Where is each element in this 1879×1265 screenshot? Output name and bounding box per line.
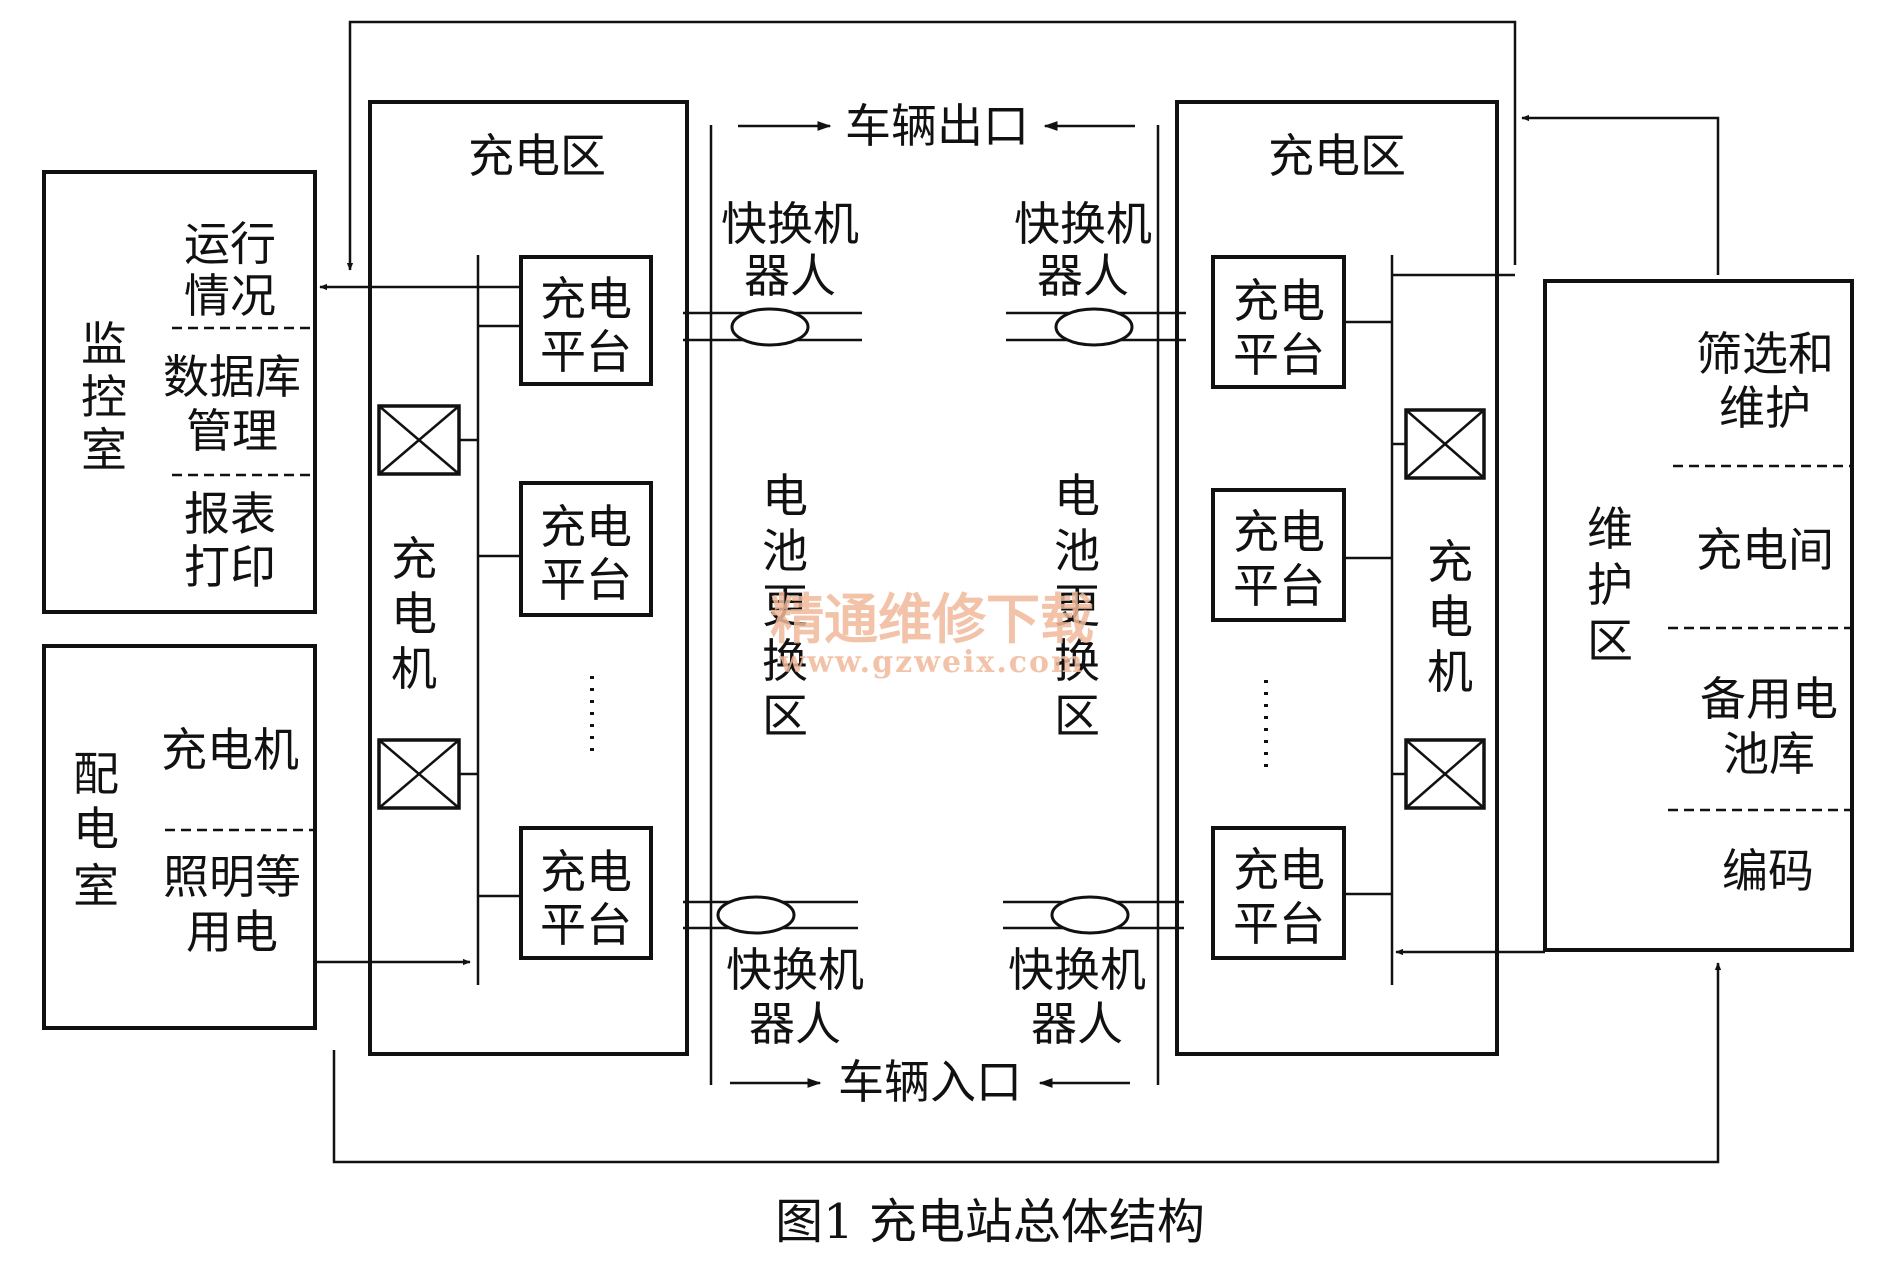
power-room: 配 电 室 充电机 照明等 用电 <box>42 644 317 1030</box>
robot-top-left-2: 器人 <box>744 249 836 303</box>
swap-zone-left-2: 池 <box>762 524 808 578</box>
left-platform-3-line2: 平台 <box>540 898 632 952</box>
robot-icon <box>730 307 810 347</box>
right-charging-zone: 充电区 充 电 机 充电 平台 充电 平台 充电 平台 <box>1175 100 1515 1056</box>
left-charging-zone: 充电区 充 电 机 充电 平台 充电 平台 充电 平台 <box>368 100 689 1056</box>
right-platform-1-line2: 平台 <box>1233 328 1325 382</box>
swap-zone-left-1: 电 <box>762 469 808 523</box>
robot-icon <box>1050 895 1130 935</box>
power-room-name-3: 室 <box>73 859 119 913</box>
robot-bottom-right-2: 器人 <box>1031 997 1123 1051</box>
maintenance-name-1: 维 <box>1587 502 1633 556</box>
robot-icon <box>716 895 796 935</box>
robot-bottom-right-1: 快换机 <box>1008 943 1146 997</box>
swap-zone-left-5: 区 <box>762 689 808 743</box>
right-platform-3-line2: 平台 <box>1233 897 1325 951</box>
monitor-item-operation-2: 情况 <box>184 269 276 323</box>
monitor-item-report-1: 报表 <box>184 487 276 541</box>
left-platform-1-line1: 充电 <box>540 272 632 326</box>
right-platform-2-line2: 平台 <box>1233 559 1325 613</box>
right-platform-2-line1: 充电 <box>1233 505 1325 559</box>
robot-top-right-2: 器人 <box>1037 249 1129 303</box>
left-platform-2-line1: 充电 <box>540 500 632 554</box>
battery-swap-zone: 车辆出口 车辆入口 快换机 器人 快换机 器人 快换机 器人 快换机 器人 电 … <box>683 99 1186 1109</box>
maintenance-item-spare-battery-2: 池库 <box>1723 727 1815 781</box>
robot-icon <box>1054 307 1134 347</box>
robot-top-left-1: 快换机 <box>721 197 859 251</box>
monitor-item-operation-1: 运行 <box>184 217 276 271</box>
swap-zone-right-3: 更 <box>1054 579 1100 633</box>
power-room-name-2: 电 <box>73 802 119 856</box>
robot-bottom-left-1: 快换机 <box>726 943 864 997</box>
monitor-room: 监 控 室 运行 情况 数据库 管理 报表 打印 <box>42 170 317 614</box>
maintenance-zone: 维 护 区 筛选和 维护 充电间 备用电 池库 编码 <box>1543 279 1854 952</box>
monitor-item-report-2: 打印 <box>184 540 276 594</box>
right-zone-title: 充电区 <box>1268 129 1406 183</box>
maintenance-item-charging-room: 充电间 <box>1696 523 1834 577</box>
vehicle-exit-label: 车辆出口 <box>845 99 1029 153</box>
swap-zone-right-4: 换 <box>1054 634 1100 688</box>
maintenance-item-spare-battery-1: 备用电 <box>1700 672 1838 726</box>
monitor-item-database-2: 管理 <box>186 404 278 458</box>
monitor-room-name-1: 监 <box>81 317 127 371</box>
left-charger-label-2: 电 <box>391 587 437 641</box>
robot-bottom-left-2: 器人 <box>749 997 841 1051</box>
watermark-url: www.gzweix.com <box>778 645 1085 680</box>
monitor-item-database-1: 数据库 <box>163 350 301 404</box>
swap-zone-right-1: 电 <box>1054 469 1100 523</box>
right-platform-3-line1: 充电 <box>1233 843 1325 897</box>
right-charger-label-2: 电 <box>1427 590 1473 644</box>
power-item-lighting-1: 照明等 <box>163 850 301 904</box>
swap-zone-right-5: 区 <box>1054 689 1100 743</box>
left-charger-label-1: 充 <box>391 532 437 586</box>
right-charger-label-1: 充 <box>1427 535 1473 589</box>
swap-zone-left-3: 更 <box>762 579 808 633</box>
maintenance-name-3: 区 <box>1587 614 1633 668</box>
watermark-cn: 精通维修下载 <box>770 587 1094 651</box>
left-platform-2-line2: 平台 <box>540 553 632 607</box>
left-zone-title: 充电区 <box>468 129 606 183</box>
outer-connection-lines <box>332 20 1722 1164</box>
right-platform-1-line1: 充电 <box>1233 274 1325 328</box>
monitor-room-name-2: 控 <box>81 370 127 424</box>
swap-zone-right-2: 池 <box>1054 524 1100 578</box>
maintenance-item-coding: 编码 <box>1722 844 1814 898</box>
maintenance-item-screening-2: 维护 <box>1719 381 1811 435</box>
power-item-charger: 充电机 <box>161 723 299 777</box>
robot-top-right-1: 快换机 <box>1014 197 1152 251</box>
power-item-lighting-2: 用电 <box>186 905 278 959</box>
maintenance-name-2: 护 <box>1587 558 1633 612</box>
left-platform-1-line2: 平台 <box>540 325 632 379</box>
swap-zone-left-4: 换 <box>762 634 808 688</box>
maintenance-item-screening-1: 筛选和 <box>1696 327 1834 381</box>
power-room-name-1: 配 <box>73 747 119 801</box>
right-charger-label-3: 机 <box>1427 645 1473 699</box>
vehicle-entrance-label: 车辆入口 <box>838 1055 1022 1109</box>
left-platform-3-line1: 充电 <box>540 845 632 899</box>
watermark: 精通维修下载 www.gzweix.com <box>770 587 1094 680</box>
figure-caption: 图1 充电站总体结构 <box>775 1194 1205 1250</box>
left-charger-label-3: 机 <box>391 642 437 696</box>
monitor-room-name-3: 室 <box>81 423 127 477</box>
